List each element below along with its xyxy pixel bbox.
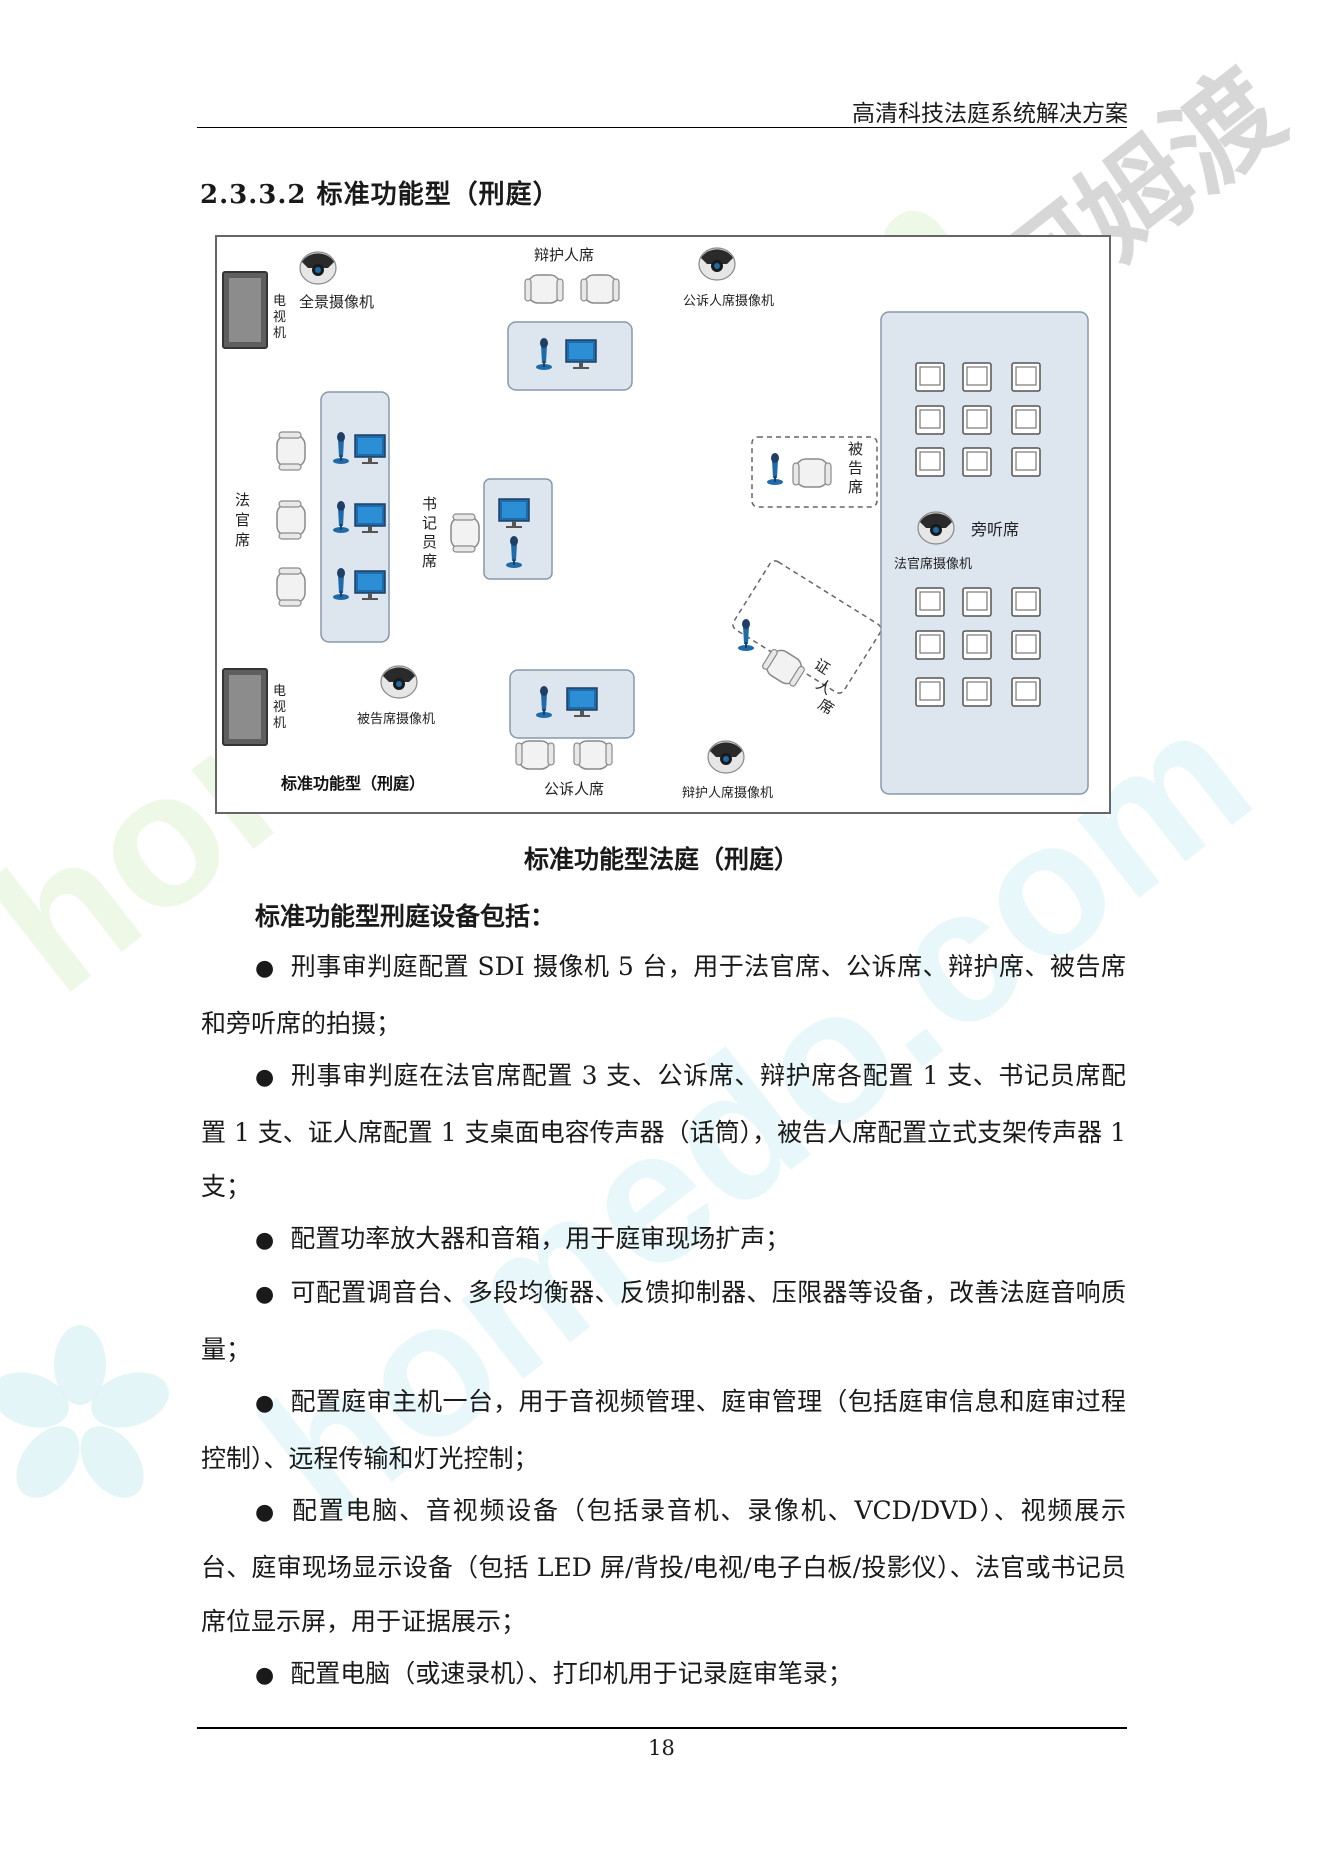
- figure-caption: 标准功能型法庭（刑庭）: [523, 845, 799, 874]
- intro-text: 标准功能型刑庭设备包括：: [255, 902, 556, 931]
- header-title: 高清科技法庭系统解决方案: [852, 101, 1128, 127]
- witness-area: [732, 560, 882, 694]
- bullet-text: 配置功率放大器和音箱，用于庭审现场扩声；: [290, 1224, 791, 1253]
- courtroom-diagram-svg: 电 视 机 电 视 机 全景摄像机 公诉人席摄像机 被告席摄像机 辩护人席摄像机…: [222, 247, 1089, 800]
- bullet-item: 配置电脑（或速录机）、打印机用于记录庭审笔录；: [201, 1647, 1126, 1704]
- microphone-icon: [738, 619, 754, 651]
- clerk-seat-label: 席: [422, 553, 437, 570]
- clerk-seat-label: 员: [422, 534, 437, 551]
- panorama-camera-icon: [299, 251, 337, 285]
- gallery-label: 旁听席: [971, 521, 1019, 539]
- defendant-seat-label: 被: [848, 441, 863, 458]
- defender-camera-label: 辩护人席摄像机: [682, 785, 773, 800]
- bullet-item: 配置电脑、音视频设备（包括录音机、录像机、VCD/DVD）、视频展示台、庭审现场…: [201, 1484, 1126, 1650]
- header-rule: [197, 127, 1127, 128]
- chair-icon: [759, 644, 809, 690]
- defender-seat-label: 辩护人席: [534, 247, 594, 264]
- tv-icon: [222, 668, 268, 746]
- judge-camera-label: 法官席摄像机: [894, 556, 972, 571]
- tv-label-bottom: 视: [273, 699, 286, 714]
- defendant-area: [751, 436, 878, 508]
- defendant-camera-icon: [380, 665, 418, 699]
- prosecution-camera-label: 公诉人席摄像机: [683, 293, 774, 308]
- chair-icon: [573, 740, 613, 770]
- tv-label-bottom: 机: [273, 715, 286, 730]
- bullet-item: 配置庭审主机一台，用于音视频管理、庭审管理（包括庭审信息和庭审过程控制）、远程传…: [201, 1375, 1126, 1486]
- chair-icon: [450, 513, 480, 553]
- bullet-item: 配置功率放大器和音箱，用于庭审现场扩声；: [201, 1212, 1126, 1269]
- defendant-seat-label: 告: [848, 460, 863, 477]
- witness-seat-label: 席: [815, 696, 837, 718]
- chair-icon: [580, 274, 620, 304]
- panorama-camera-label: 全景摄像机: [299, 293, 374, 311]
- tv-icon: [222, 271, 268, 349]
- judge-seat-label: 法: [235, 492, 250, 509]
- tv-label-top: 视: [273, 309, 286, 324]
- clerk-seat-label: 书: [422, 496, 437, 513]
- bullet-text: 可配置调音台、多段均衡器、反馈抑制器、压限器等设备，改善法庭音响质量；: [201, 1278, 1126, 1364]
- clerk-seat-label: 记: [422, 515, 437, 532]
- bullet-item: 刑事审判庭配置 SDI 摄像机 5 台，用于法官席、公诉席、辩护席、被告席和旁听…: [201, 940, 1126, 1051]
- bullet-text: 配置庭审主机一台，用于音视频管理、庭审管理（包括庭审信息和庭审过程控制）、远程传…: [201, 1387, 1126, 1473]
- prosecutor-seat-label: 公诉人席: [544, 781, 604, 798]
- courtroom-diagram: 电 视 机 电 视 机 全景摄像机 公诉人席摄像机 被告席摄像机 辩护人席摄像机…: [215, 235, 1111, 814]
- gallery-seats-lower: [915, 587, 1041, 707]
- chair-icon: [276, 500, 306, 540]
- chair-icon: [524, 274, 564, 304]
- prosecution-camera-icon: [698, 247, 736, 281]
- page-number: 18: [648, 1736, 675, 1760]
- bullet-item: 可配置调音台、多段均衡器、反馈抑制器、压限器等设备，改善法庭音响质量；: [201, 1266, 1126, 1377]
- bullet-item: 刑事审判庭在法官席配置 3 支、公诉席、辩护席各配置 1 支、书记员席配置 1 …: [201, 1049, 1126, 1215]
- bullet-text: 配置电脑（或速录机）、打印机用于记录庭审笔录；: [290, 1659, 853, 1688]
- chair-icon: [276, 431, 306, 471]
- diagram-title: 标准功能型（刑庭）: [280, 774, 425, 793]
- defendant-seat-label: 席: [848, 479, 863, 496]
- bullet-text: 刑事审判庭配置 SDI 摄像机 5 台，用于法官席、公诉席、辩护席、被告席和旁听…: [201, 952, 1126, 1038]
- bullet-text: 刑事审判庭在法官席配置 3 支、公诉席、辩护席各配置 1 支、书记员席配置 1 …: [201, 1061, 1126, 1201]
- footer-rule: [197, 1727, 1127, 1729]
- defendant-camera-label: 被告席摄像机: [357, 711, 435, 726]
- chair-icon: [515, 740, 555, 770]
- bullet-text: 配置电脑、音视频设备（包括录音机、录像机、VCD/DVD）、视频展示台、庭审现场…: [201, 1496, 1126, 1636]
- tv-label-top: 机: [273, 325, 286, 340]
- chair-icon: [276, 567, 306, 607]
- judge-camera-icon: [917, 511, 955, 545]
- judge-seat-label: 官: [235, 512, 250, 529]
- microphone-icon: [767, 453, 783, 485]
- section-heading: 2.3.3.2 标准功能型（刑庭）: [200, 180, 560, 210]
- judge-seat-label: 席: [235, 532, 250, 549]
- tv-label-bottom: 电: [273, 683, 286, 698]
- watermark-flower-logo: [0, 1325, 169, 1498]
- chair-icon: [792, 458, 832, 488]
- tv-label-top: 电: [273, 293, 286, 308]
- defender-camera-icon: [707, 740, 745, 774]
- gallery-seats-upper: [915, 362, 1041, 477]
